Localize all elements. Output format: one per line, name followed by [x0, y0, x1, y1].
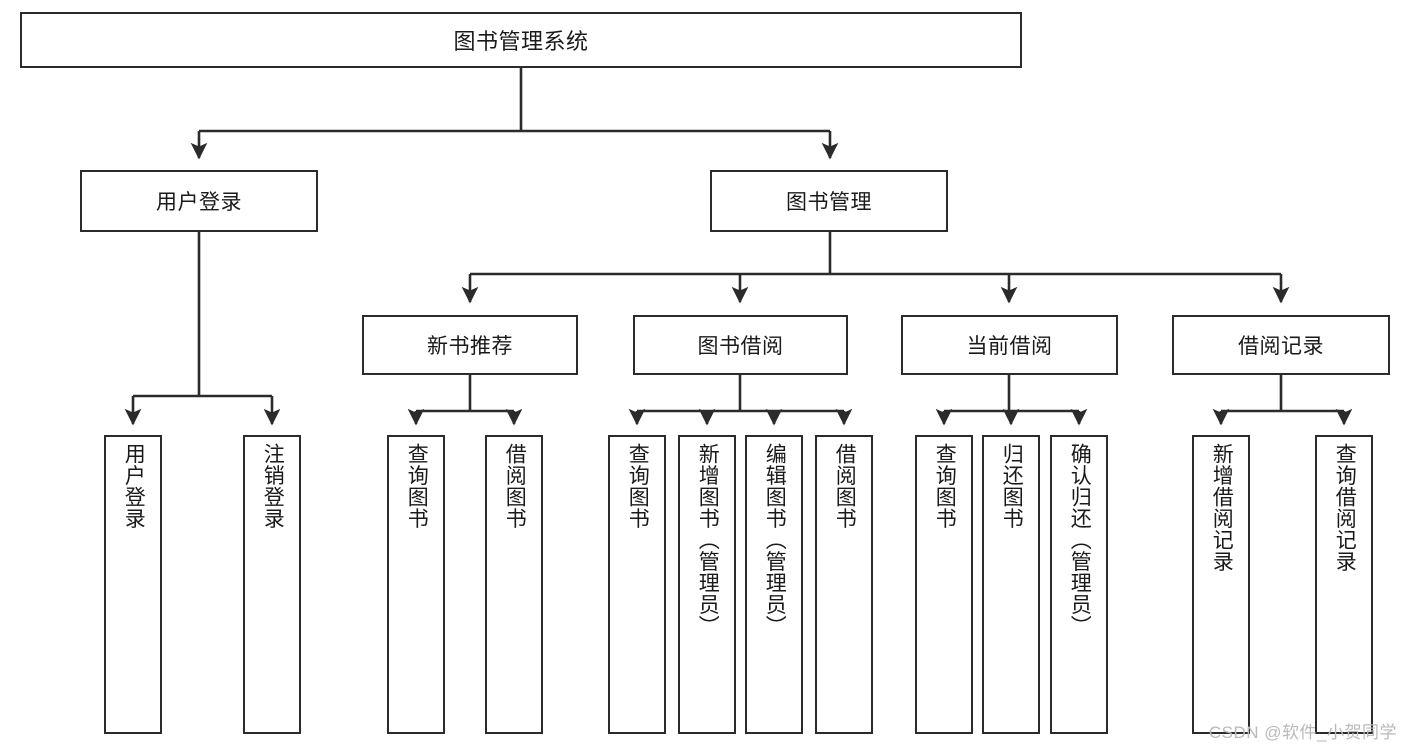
node-leaf-edit-book-label: 编辑图书（管理员） [763, 443, 787, 637]
node-current-borrow-label: 当前借阅 [966, 335, 1053, 358]
node-leaf-logout[interactable]: 注销登录 [243, 435, 301, 734]
node-leaf-return-book-label: 归还图书 [1000, 443, 1024, 529]
node-leaf-add-book[interactable]: 新增图书（管理员） [678, 435, 736, 734]
node-leaf-edit-book[interactable]: 编辑图书（管理员） [745, 435, 803, 734]
node-root-label: 图书管理系统 [453, 29, 589, 54]
node-leaf-confirm-return-label: 确认归还（管理员） [1068, 443, 1092, 637]
node-borrow-record-label: 借阅记录 [1238, 335, 1324, 358]
node-root[interactable]: 图书管理系统 [20, 12, 1022, 68]
node-leaf-confirm-return[interactable]: 确认归还（管理员） [1050, 435, 1108, 734]
node-new-book-recommend[interactable]: 新书推荐 [362, 315, 578, 375]
node-current-borrow[interactable]: 当前借阅 [901, 315, 1118, 375]
node-book-borrow[interactable]: 图书借阅 [633, 315, 848, 375]
node-leaf-query-book-1-label: 查询图书 [405, 443, 429, 529]
node-leaf-add-book-label: 新增图书（管理员） [696, 443, 720, 637]
node-book-management[interactable]: 图书管理 [710, 170, 948, 232]
node-leaf-logout-label: 注销登录 [261, 443, 285, 529]
node-leaf-query-record[interactable]: 查询借阅记录 [1315, 435, 1373, 734]
node-leaf-query-book-3[interactable]: 查询图书 [915, 435, 973, 734]
node-new-book-recommend-label: 新书推荐 [427, 335, 513, 358]
node-leaf-borrow-book-1-label: 借阅图书 [503, 443, 527, 529]
node-leaf-query-book-2[interactable]: 查询图书 [608, 435, 666, 734]
node-user-login[interactable]: 用户登录 [80, 170, 318, 232]
node-leaf-borrow-book-2[interactable]: 借阅图书 [815, 435, 873, 734]
node-leaf-user-login[interactable]: 用户登录 [104, 435, 162, 734]
node-leaf-add-record[interactable]: 新增借阅记录 [1192, 435, 1250, 734]
node-borrow-record[interactable]: 借阅记录 [1172, 315, 1390, 375]
node-user-login-label: 用户登录 [156, 191, 242, 214]
node-leaf-return-book[interactable]: 归还图书 [982, 435, 1040, 734]
node-leaf-add-record-label: 新增借阅记录 [1210, 443, 1234, 572]
node-leaf-borrow-book-2-label: 借阅图书 [833, 443, 857, 529]
node-leaf-query-book-1[interactable]: 查询图书 [387, 435, 445, 734]
node-leaf-user-login-label: 用户登录 [122, 443, 146, 529]
node-book-borrow-label: 图书借阅 [697, 335, 784, 358]
node-leaf-query-book-2-label: 查询图书 [626, 443, 650, 529]
node-book-management-label: 图书管理 [786, 191, 872, 214]
node-leaf-borrow-book-1[interactable]: 借阅图书 [485, 435, 543, 734]
node-leaf-query-record-label: 查询借阅记录 [1333, 443, 1357, 572]
node-leaf-query-book-3-label: 查询图书 [933, 443, 957, 529]
